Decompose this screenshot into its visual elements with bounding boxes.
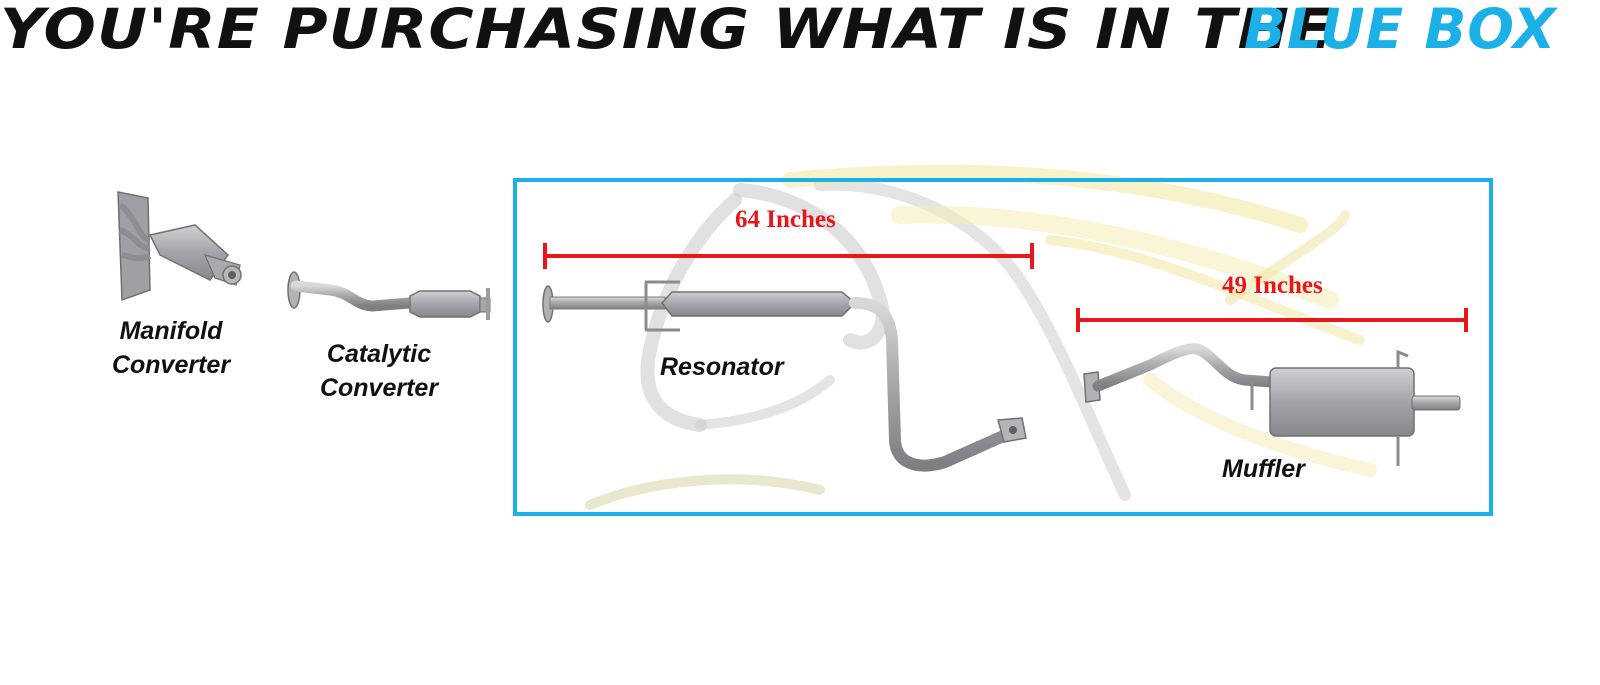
title-main: YOU'RE PURCHASING WHAT IS IN THE bbox=[0, 0, 1334, 61]
page-title: YOU'RE PURCHASING WHAT IS IN THE BLUE BO… bbox=[0, 0, 1600, 60]
resonator-length-label: 64 Inches bbox=[735, 206, 836, 233]
manifold-converter-label: Manifold Converter bbox=[96, 314, 246, 382]
resonator-dimension-line bbox=[543, 243, 1034, 269]
manifold-converter-icon bbox=[117, 191, 242, 302]
catalytic-converter-icon bbox=[287, 271, 491, 320]
catalytic-label-line2: Converter bbox=[319, 374, 439, 402]
resonator-pipe-icon bbox=[542, 280, 1027, 472]
muffler-dimension-line bbox=[1076, 308, 1468, 332]
muffler-icon bbox=[1083, 343, 1461, 466]
muffler-label: Muffler bbox=[1222, 455, 1305, 483]
title-highlight: BLUE BOX bbox=[1244, 0, 1557, 61]
manifold-label-line1: Manifold bbox=[119, 317, 223, 345]
muffler-length-label: 49 Inches bbox=[1222, 272, 1323, 299]
blue-box-frame bbox=[513, 178, 1493, 516]
catalytic-converter-label: Catalytic Converter bbox=[302, 337, 456, 405]
catalytic-label-line1: Catalytic bbox=[326, 340, 432, 368]
manifold-label-line2: Converter bbox=[111, 351, 231, 379]
horse-watermark-icon bbox=[585, 164, 1377, 510]
resonator-label: Resonator bbox=[660, 353, 784, 381]
